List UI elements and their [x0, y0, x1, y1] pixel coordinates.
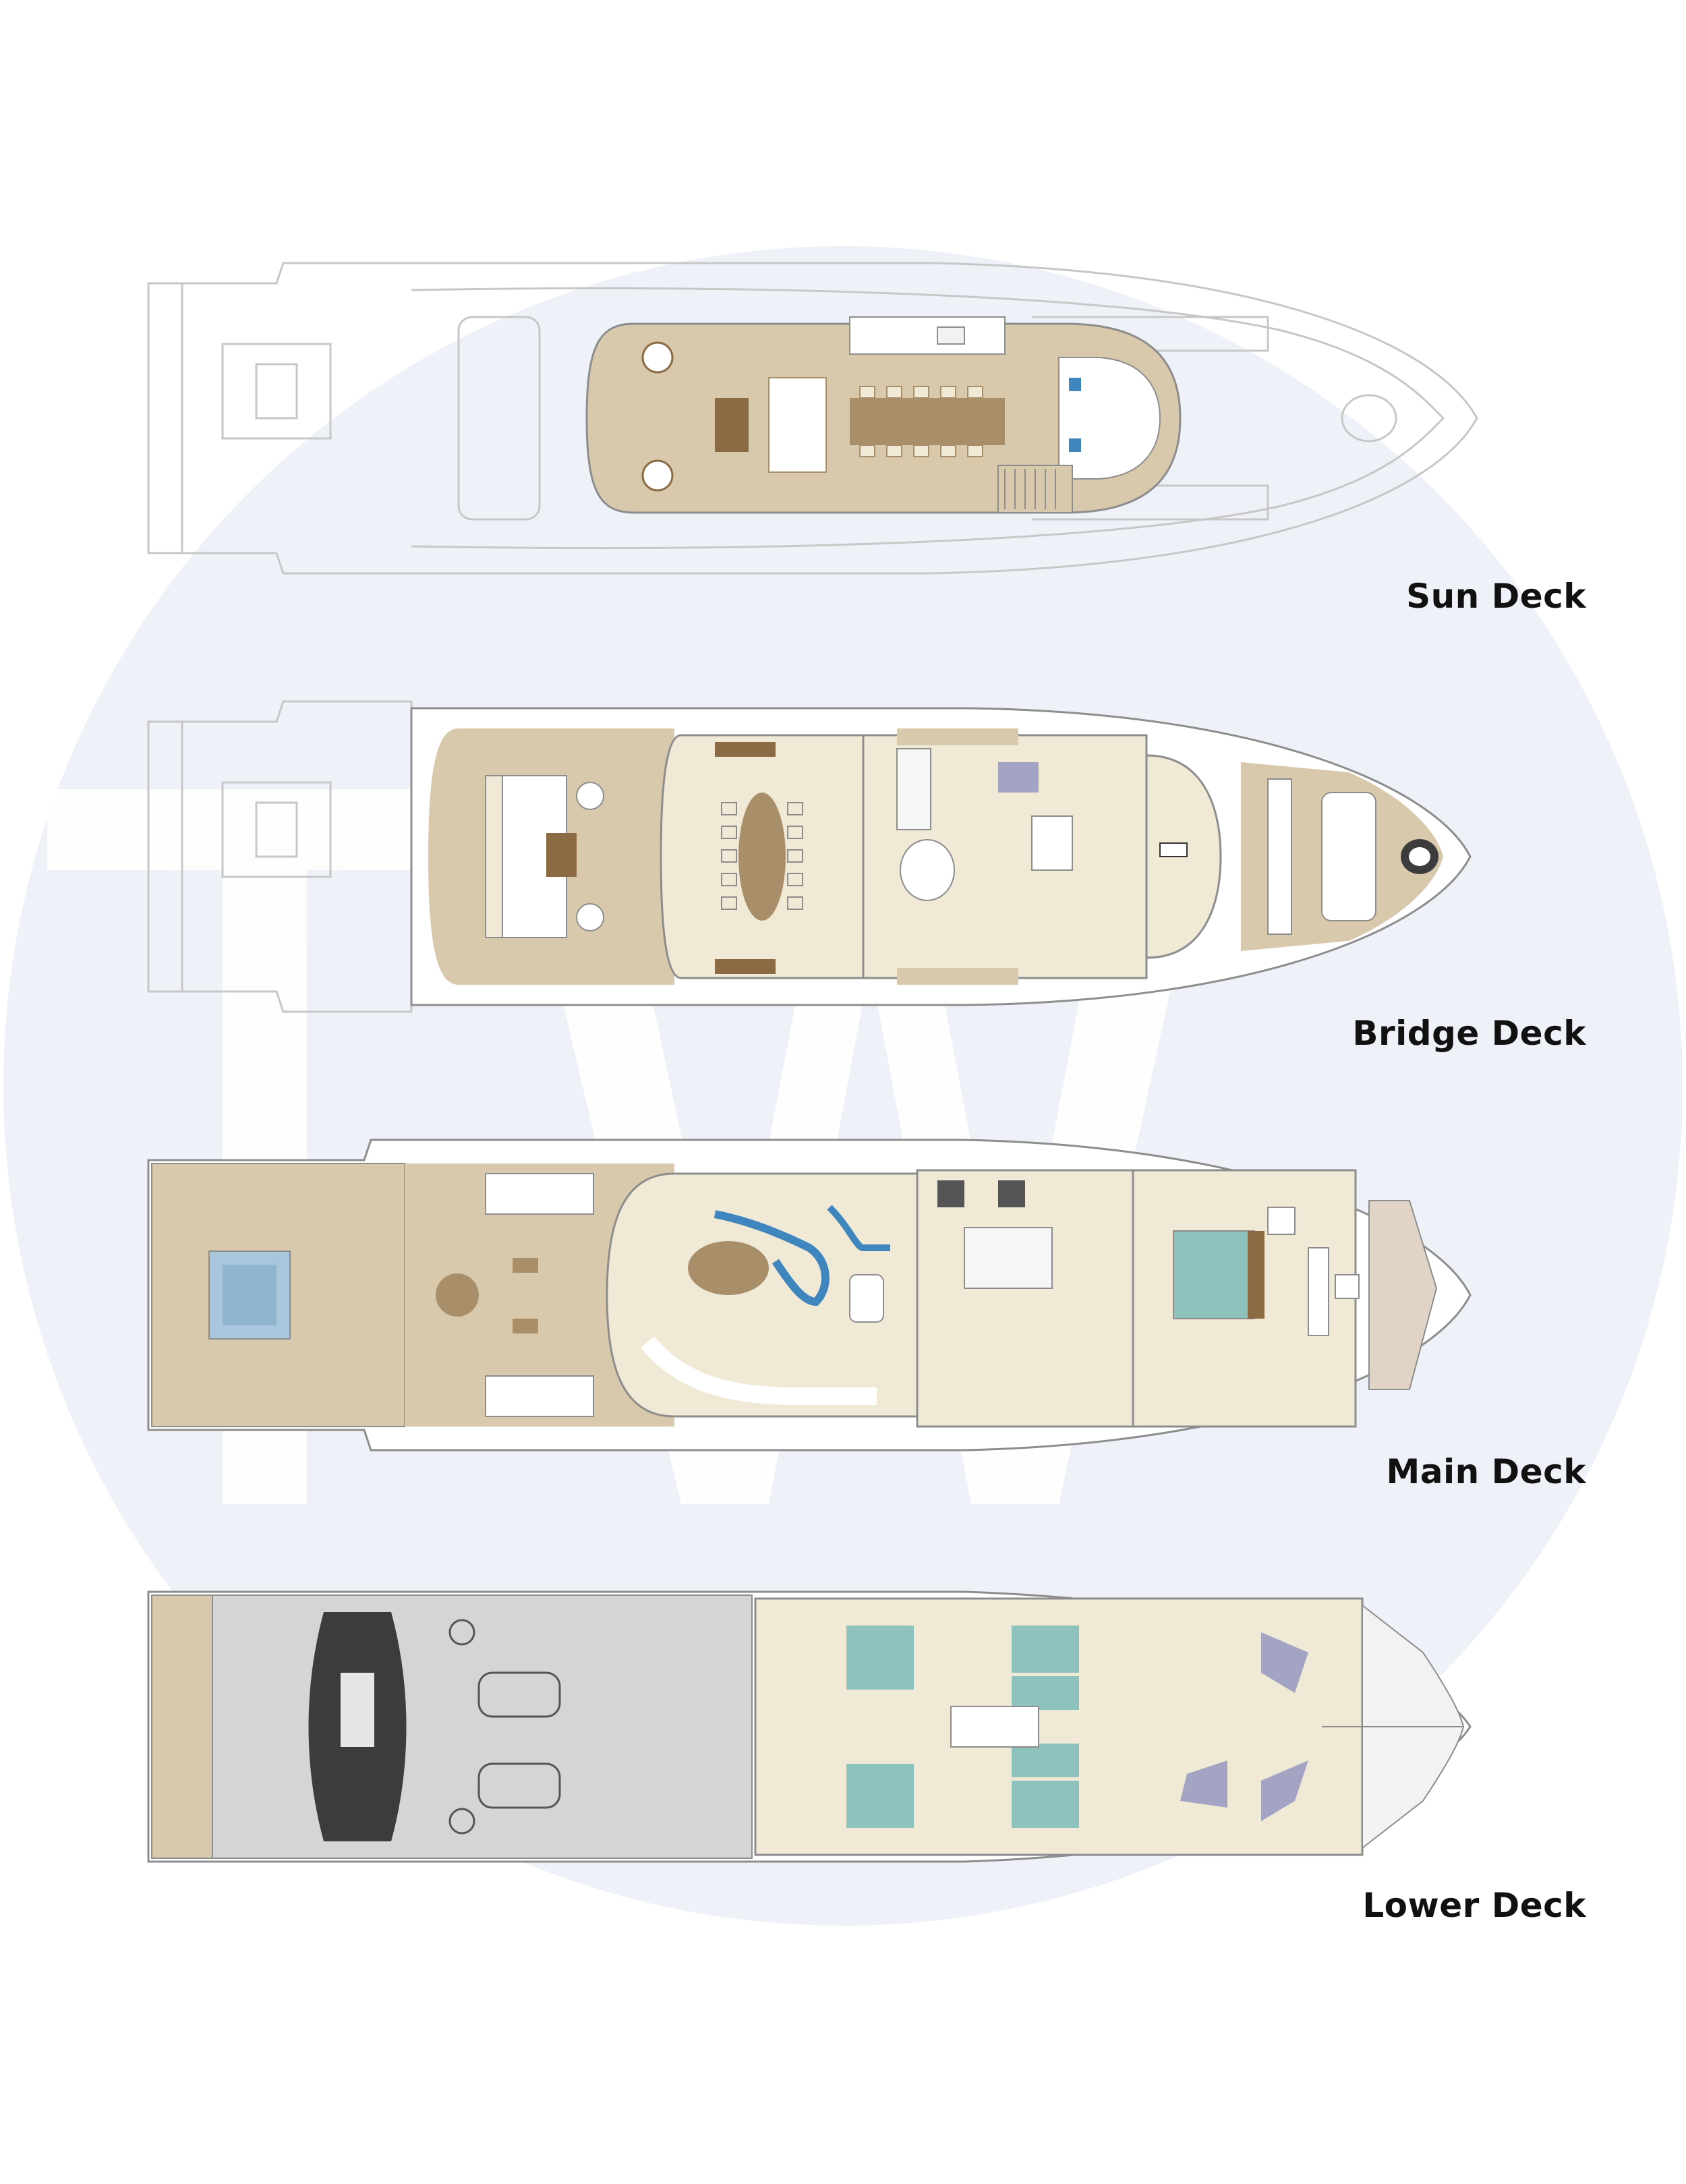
sun-deck-plan [147, 262, 1478, 575]
main-deck-plan [147, 1139, 1472, 1452]
lower-deck-label: Lower Deck [1362, 1886, 1586, 1925]
bridge-deck-plan [147, 700, 1472, 1013]
sun-deck-label: Sun Deck [1406, 577, 1586, 616]
lower-deck-plan [147, 1590, 1472, 1863]
main-deck-label: Main Deck [1386, 1452, 1586, 1491]
bridge-deck-label: Bridge Deck [1352, 1014, 1586, 1053]
